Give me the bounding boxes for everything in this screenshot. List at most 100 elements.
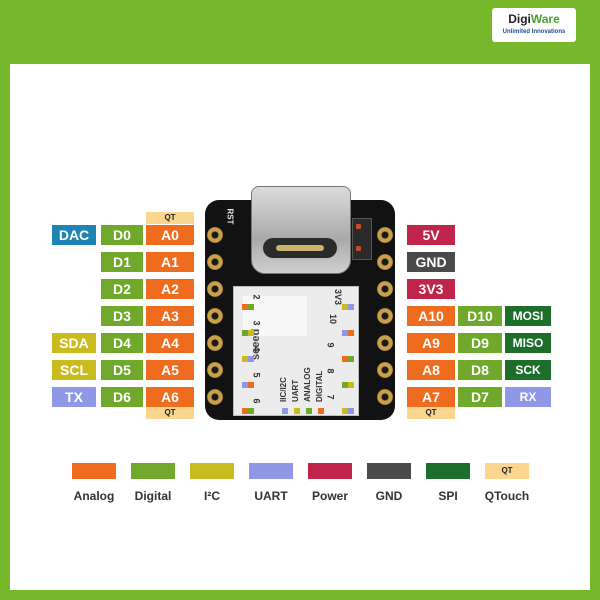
pin-label-function: SCK	[505, 360, 551, 380]
usb-c-tongue	[276, 245, 324, 251]
legend-label: Analog	[73, 489, 115, 503]
legend-label: QTouch	[484, 489, 530, 503]
qtouch-badge: QT	[146, 212, 194, 224]
module-color-square-icon	[342, 304, 348, 310]
logo-name-a: Digi	[508, 12, 531, 26]
module-legend-text: ANALOG	[303, 367, 312, 402]
pin-label-main: A8	[407, 360, 455, 380]
brand-logo: DigiWare Unlimited Innovations	[492, 8, 576, 42]
legend-label: SPI	[438, 489, 458, 503]
module-pin-number: 4	[251, 346, 262, 352]
pin-label-digital: D1	[101, 252, 143, 272]
chip-led-icon	[356, 224, 361, 229]
pin-label-digital: D5	[101, 360, 143, 380]
pin-label-main: 3V3	[407, 279, 455, 299]
pin-pad-icon	[207, 308, 223, 324]
module-color-square-icon	[342, 330, 348, 336]
legend-label: UART	[254, 489, 288, 503]
pin-label-analog: A6	[146, 387, 194, 407]
pin-label-function: MOSI	[505, 306, 551, 326]
pin-label-digital: D0	[101, 225, 143, 245]
legend-swatch-uart	[249, 463, 293, 479]
module-legend-swatch-icon	[282, 408, 288, 414]
module-legend-swatch-icon	[306, 408, 312, 414]
module-pin-number: 2	[251, 294, 262, 300]
pin-label-digital: D6	[101, 387, 143, 407]
legend-swatch-power	[308, 463, 352, 479]
module-pin-number: 9	[325, 342, 336, 348]
qtouch-badge: QT	[407, 407, 455, 419]
board-rst-label: RST	[225, 208, 235, 225]
module-color-square-icon	[248, 356, 254, 362]
pin-pad-icon	[207, 335, 223, 351]
pin-label-digital: D9	[458, 333, 502, 353]
pin-label-main: A9	[407, 333, 455, 353]
pin-label-main: GND	[407, 252, 455, 272]
pin-label-analog: A5	[146, 360, 194, 380]
module-legend-swatch-icon	[294, 408, 300, 414]
legend-label: Power	[311, 489, 348, 503]
module-color-square-icon	[348, 356, 354, 362]
pin-pad-icon	[377, 335, 393, 351]
legend-label: I²C	[204, 489, 220, 503]
pin-label-function: SDA	[52, 333, 96, 353]
pin-label-function: MISO	[505, 333, 551, 353]
module-pin-number: 8	[325, 368, 336, 374]
reset-button-chip	[352, 218, 372, 260]
module-color-square-icon	[248, 408, 254, 414]
module-legend-text: IIC/I2C	[279, 377, 288, 402]
pin-label-digital: D8	[458, 360, 502, 380]
module-color-square-icon	[242, 330, 248, 336]
pin-pad-icon	[377, 389, 393, 405]
module-pin-number: 10	[328, 313, 339, 325]
module-color-square-icon	[242, 356, 248, 362]
module-legend-text: DIGITAL	[315, 370, 324, 402]
pin-label-function: DAC	[52, 225, 96, 245]
module-color-square-icon	[242, 304, 248, 310]
pin-pad-icon	[207, 389, 223, 405]
module-legend-swatch-icon	[318, 408, 324, 414]
usb-c-connector	[251, 186, 351, 274]
pin-pad-icon	[207, 254, 223, 270]
pin-pad-icon	[377, 362, 393, 378]
legend-label: GND	[375, 489, 403, 503]
pin-label-analog: A1	[146, 252, 194, 272]
pin-pad-icon	[377, 254, 393, 270]
legend-swatch-analog	[72, 463, 116, 479]
chip-led-icon	[356, 246, 361, 251]
module-3v3-label: 3V3	[333, 288, 344, 306]
module-color-square-icon	[348, 330, 354, 336]
pin-label-main: A10	[407, 306, 455, 326]
legend-swatch-digital	[131, 463, 175, 479]
pin-label-main: 5V	[407, 225, 455, 245]
module-color-square-icon	[348, 408, 354, 414]
pin-label-analog: A4	[146, 333, 194, 353]
module-color-square-icon	[342, 408, 348, 414]
module-color-square-icon	[248, 330, 254, 336]
module-color-square-icon	[342, 382, 348, 388]
pin-label-main: A7	[407, 387, 455, 407]
legend-label: Digital	[134, 489, 172, 503]
pin-label-digital: D7	[458, 387, 502, 407]
module-color-square-icon	[348, 304, 354, 310]
module-pin-number: 5	[251, 372, 262, 378]
legend-swatch-i-c	[190, 463, 234, 479]
module-color-square-icon	[248, 304, 254, 310]
module-color-square-icon	[242, 382, 248, 388]
module-color-square-icon	[248, 382, 254, 388]
qtouch-badge: QT	[146, 407, 194, 419]
pin-label-function: RX	[505, 387, 551, 407]
legend-swatch-qtouch: QT	[485, 463, 529, 479]
module-pin-number: 3	[251, 320, 262, 326]
module-legend-text: UART	[291, 379, 300, 402]
pin-label-digital: D4	[101, 333, 143, 353]
pin-label-digital: D10	[458, 306, 502, 326]
module-pin-number: 7	[325, 394, 336, 400]
pin-label-digital: D3	[101, 306, 143, 326]
pin-pad-icon	[377, 281, 393, 297]
pin-label-function: TX	[52, 387, 96, 407]
pin-pad-icon	[377, 308, 393, 324]
pin-pad-icon	[207, 281, 223, 297]
logo-tagline: Unlimited Innovations	[502, 29, 566, 35]
module-shield-window	[243, 296, 307, 336]
